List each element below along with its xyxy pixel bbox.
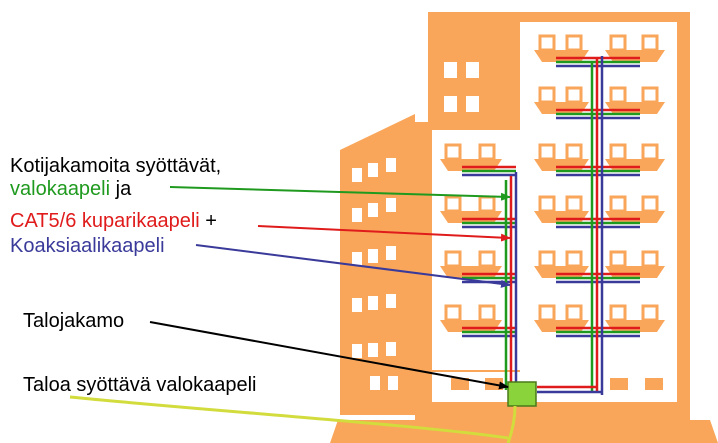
label-taloa: Taloa syöttävä valokaapeli — [23, 374, 257, 396]
arrow-icon — [149, 321, 509, 390]
arrow-icon — [169, 186, 511, 201]
incoming-fiber-line — [69, 395, 517, 443]
upper-tower-windows — [370, 62, 479, 390]
riser-feed — [537, 385, 602, 394]
label-talojakamo: Talojakamo — [23, 310, 125, 332]
label-koaksiaali: Koaksiaalikaapeli — [10, 235, 165, 257]
label-valokaapeli: valokaapeli ja — [10, 178, 132, 200]
label-cat: CAT5/6 kuparikaapeli + — [10, 210, 217, 232]
left-tower — [340, 114, 415, 415]
distribution-box-icon — [507, 381, 537, 407]
arrow-icon — [257, 225, 511, 242]
riser-right — [590, 56, 604, 395]
left-tower-windows — [352, 158, 396, 358]
label-kotijakamoita: Kotijakamoita syöttävät, — [10, 155, 222, 177]
copper-label: CAT5/6 kuparikaapeli — [10, 210, 200, 232]
building-base — [330, 420, 718, 443]
fiber-label: valokaapeli — [10, 178, 111, 200]
coax-label: Koaksiaalikaapeli — [10, 235, 165, 257]
arrow-icon — [195, 244, 511, 288]
